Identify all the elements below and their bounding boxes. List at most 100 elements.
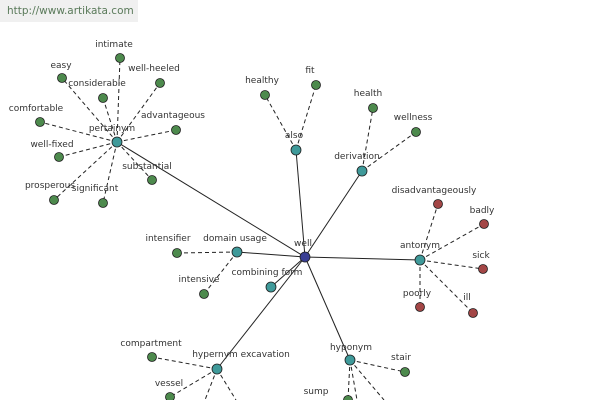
word-node-considerable[interactable] bbox=[98, 93, 108, 103]
word-node-comfortable[interactable] bbox=[35, 117, 45, 127]
edge-stub-3 bbox=[349, 359, 385, 400]
word-node-easy[interactable] bbox=[57, 73, 67, 83]
word-label-substantial: substantial bbox=[122, 162, 172, 172]
watermark-url[interactable]: http://www.artikata.com bbox=[0, 0, 138, 22]
edge-antonym-badly bbox=[419, 223, 485, 261]
word-label-considerable: considerable bbox=[68, 79, 126, 89]
word-node-intensive[interactable] bbox=[199, 289, 209, 299]
word-node-prosperous[interactable] bbox=[49, 195, 59, 205]
word-label-stair: stair bbox=[391, 353, 411, 363]
word-label-fit: fit bbox=[305, 66, 315, 76]
word-node-fit[interactable] bbox=[311, 80, 321, 90]
edge-antonym-ill bbox=[419, 259, 474, 314]
word-node-poorly[interactable] bbox=[415, 302, 425, 312]
edge-pertainym-easy bbox=[61, 77, 118, 143]
word-label-well-fixed: well-fixed bbox=[30, 140, 73, 150]
word-node-well-heeled[interactable] bbox=[155, 78, 165, 88]
word-node-health[interactable] bbox=[368, 103, 378, 113]
edge-well-pertainym bbox=[116, 141, 306, 258]
edge-well-hyponym bbox=[304, 256, 351, 361]
relation-node-hypernym-excavation[interactable] bbox=[211, 363, 223, 375]
word-label-vessel: vessel bbox=[155, 379, 183, 389]
word-node-well-fixed[interactable] bbox=[54, 152, 64, 162]
word-label-healthy: healthy bbox=[245, 76, 279, 86]
edge-pertainym-significant bbox=[102, 141, 118, 204]
relation-label-hypernym-excavation: hypernym excavation bbox=[192, 350, 290, 360]
relation-node-also[interactable] bbox=[290, 144, 302, 156]
word-node-intensifier[interactable] bbox=[172, 248, 182, 258]
edge-stub-0 bbox=[204, 368, 218, 400]
edge-pertainym-well-fixed bbox=[58, 141, 118, 158]
word-label-prosperous: prosperous bbox=[25, 181, 75, 191]
word-label-health: health bbox=[354, 89, 383, 99]
word-label-wellness: wellness bbox=[394, 113, 433, 123]
word-node-significant[interactable] bbox=[98, 198, 108, 208]
relation-node-pertainym[interactable] bbox=[111, 136, 123, 148]
graph-edges bbox=[39, 57, 485, 400]
word-node-sick[interactable] bbox=[478, 264, 488, 274]
relation-label-also: also bbox=[285, 131, 304, 141]
word-node-advantageous[interactable] bbox=[171, 125, 181, 135]
center-node-well[interactable] bbox=[299, 251, 311, 263]
center-label-well: well bbox=[294, 239, 312, 249]
word-node-ill[interactable] bbox=[468, 308, 478, 318]
relation-label-combining-form: combining form bbox=[232, 268, 303, 278]
word-label-easy: easy bbox=[50, 61, 72, 71]
edge-antonym-sick bbox=[419, 259, 484, 270]
word-node-healthy[interactable] bbox=[260, 90, 270, 100]
word-label-intimate: intimate bbox=[95, 40, 133, 50]
word-label-compartment: compartment bbox=[120, 339, 182, 349]
graph-labels: wellpertainymintimateeasyconsiderablewel… bbox=[9, 40, 495, 397]
relation-node-antonym[interactable] bbox=[414, 254, 426, 266]
edge-well-combining-form bbox=[270, 256, 306, 288]
word-label-well-heeled: well-heeled bbox=[128, 64, 180, 74]
edge-well-also bbox=[295, 149, 306, 258]
word-label-poorly: poorly bbox=[403, 289, 432, 299]
edge-pertainym-advantageous bbox=[116, 129, 177, 143]
word-label-intensive: intensive bbox=[178, 275, 219, 285]
edge-derivation-health bbox=[361, 107, 374, 172]
word-label-intensifier: intensifier bbox=[145, 234, 190, 244]
edge-pertainym-considerable bbox=[102, 97, 118, 143]
edge-also-healthy bbox=[264, 94, 297, 151]
edge-also-fit bbox=[295, 84, 317, 151]
edge-pertainym-well-heeled bbox=[116, 82, 161, 143]
word-node-substantial[interactable] bbox=[147, 175, 157, 185]
relation-label-derivation: derivation bbox=[334, 152, 380, 162]
word-label-badly: badly bbox=[470, 206, 495, 216]
relation-label-hyponym: hyponym bbox=[330, 343, 372, 353]
word-node-stair[interactable] bbox=[400, 367, 410, 377]
word-label-ill: ill bbox=[463, 293, 471, 303]
edge-domain-usage-intensifier bbox=[176, 251, 238, 254]
edge-well-domain-usage bbox=[236, 251, 306, 258]
word-label-sick: sick bbox=[472, 251, 490, 261]
word-node-badly[interactable] bbox=[479, 219, 489, 229]
edge-pertainym-comfortable bbox=[39, 121, 118, 143]
relation-label-domain-usage: domain usage bbox=[203, 234, 267, 244]
edge-domain-usage-intensive bbox=[203, 251, 238, 295]
edge-antonym-disadvantageously bbox=[419, 203, 439, 261]
word-label-sump: sump bbox=[304, 387, 329, 397]
word-node-disadvantageously[interactable] bbox=[433, 199, 443, 209]
edge-hypernym-excavation-vessel bbox=[169, 368, 218, 398]
edge-pertainym-prosperous bbox=[53, 141, 118, 201]
graph-nodes bbox=[35, 53, 489, 400]
relation-node-hyponym[interactable] bbox=[344, 354, 356, 366]
word-node-wellness[interactable] bbox=[411, 127, 421, 137]
word-label-comfortable: comfortable bbox=[9, 104, 64, 114]
edge-pertainym-intimate bbox=[116, 57, 121, 143]
word-node-sump[interactable] bbox=[343, 395, 353, 400]
edge-well-antonym bbox=[304, 256, 421, 261]
word-label-significant: significant bbox=[72, 184, 119, 194]
word-node-intimate[interactable] bbox=[115, 53, 125, 63]
relation-node-derivation[interactable] bbox=[356, 165, 368, 177]
relation-node-combining-form[interactable] bbox=[265, 281, 277, 293]
relation-node-domain-usage[interactable] bbox=[231, 246, 243, 258]
edge-pertainym-substantial bbox=[116, 141, 153, 181]
word-node-vessel[interactable] bbox=[165, 392, 175, 400]
word-node-compartment[interactable] bbox=[147, 352, 157, 362]
edge-hyponym-sump bbox=[347, 359, 351, 400]
edge-hyponym-stair bbox=[349, 359, 406, 373]
edge-stub-1 bbox=[216, 368, 237, 400]
